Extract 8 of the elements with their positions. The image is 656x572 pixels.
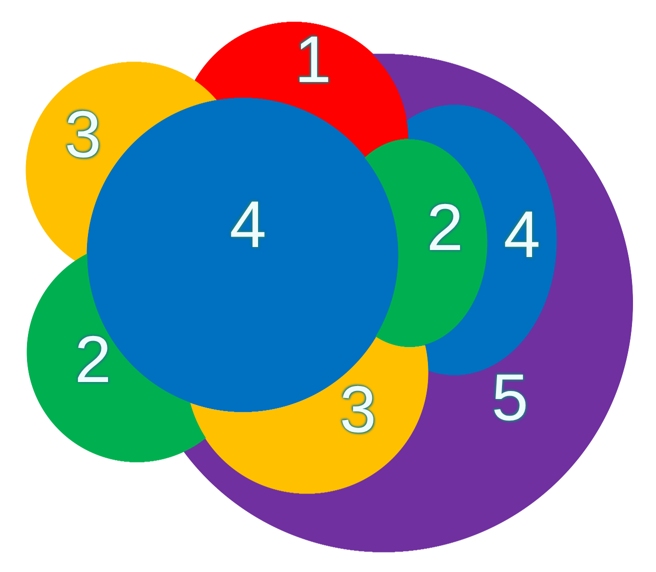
region-number: 4 xyxy=(504,211,540,259)
region-number: 2 xyxy=(426,204,464,252)
region-number: 4 xyxy=(230,201,266,249)
region-number: 2 xyxy=(74,336,112,384)
region-number: 3 xyxy=(64,111,102,159)
region-number: 1 xyxy=(294,36,332,84)
region-number: 3 xyxy=(340,386,376,434)
region-number: 5 xyxy=(492,374,528,422)
